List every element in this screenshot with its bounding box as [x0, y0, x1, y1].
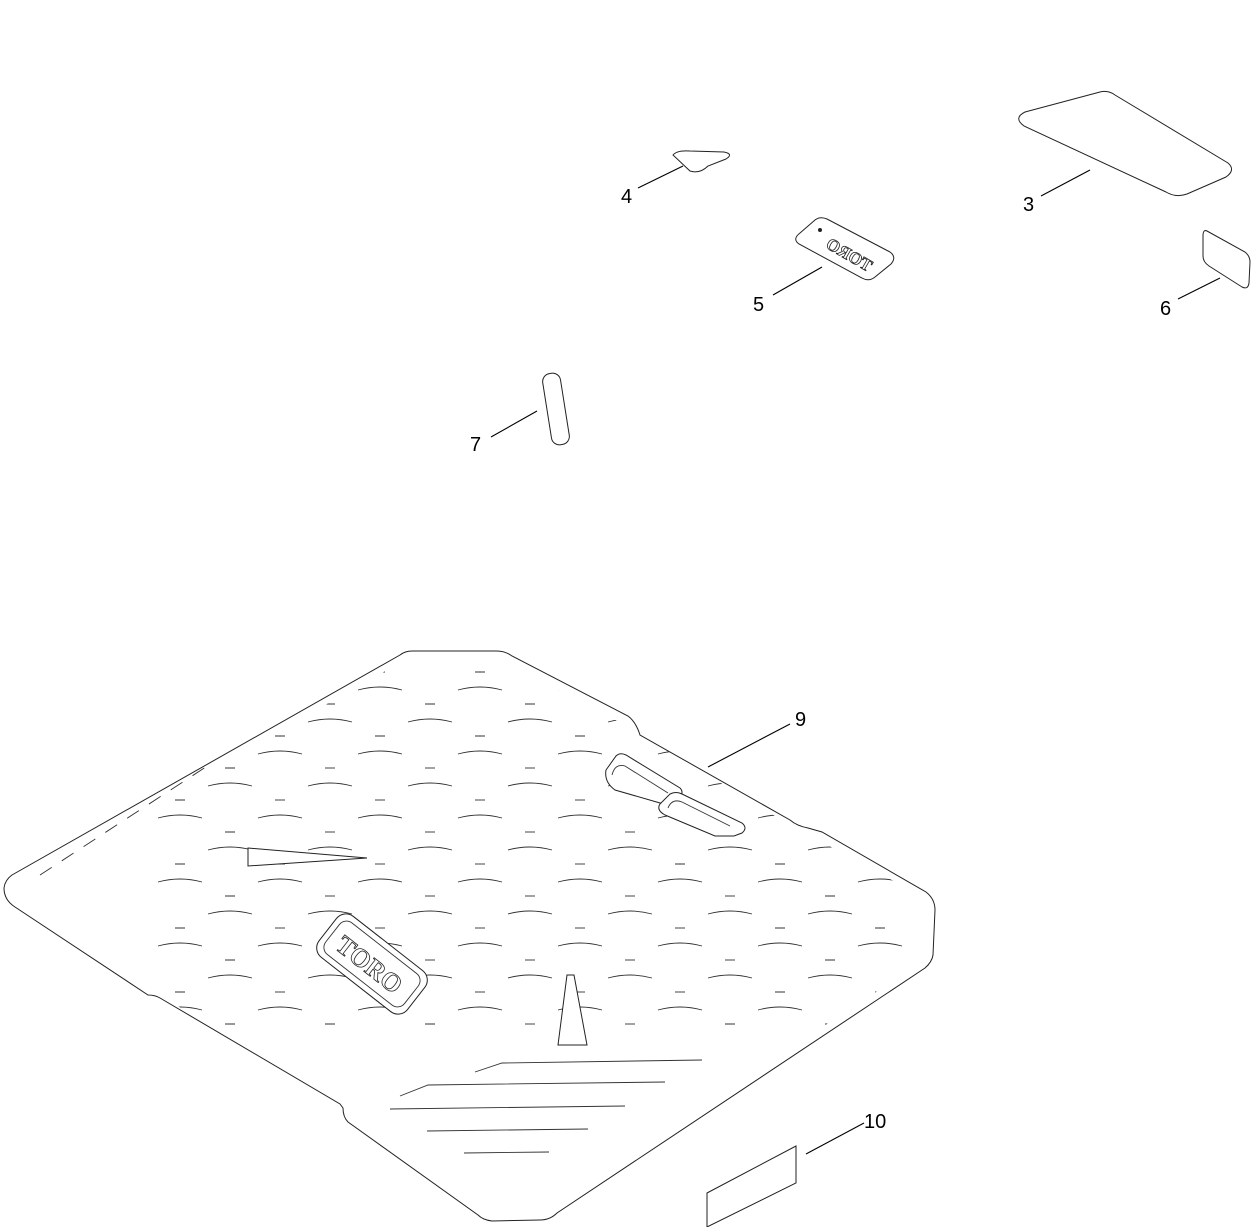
mat-texture-bump: [707, 718, 753, 723]
mat-texture-bump: [557, 942, 603, 947]
svg-text:7: 7: [470, 434, 481, 456]
callout-6: 6: [1160, 277, 1221, 320]
mat-texture-bump: [707, 974, 753, 979]
mat-texture-bump: [807, 782, 853, 787]
mat-texture-bump: [807, 910, 853, 915]
mat-texture-bump: [357, 814, 403, 819]
callout-10: 10: [805, 1111, 886, 1155]
mat-texture-bump: [457, 1006, 503, 1011]
mat-texture-bump: [307, 782, 353, 787]
mat-texture-bump: [207, 782, 253, 787]
mat-texture-bump: [207, 974, 253, 979]
mat-texture-bump: [557, 878, 603, 883]
mat-texture-bump: [357, 750, 403, 755]
mat-texture-bump: [157, 878, 203, 883]
mat-texture-bump: [307, 718, 353, 723]
mat-texture-bump: [157, 942, 203, 947]
mat-texture-bump: [257, 878, 303, 883]
mat-texture-bump: [707, 846, 753, 851]
part-5-logo-badge[interactable]: TORO: [795, 217, 895, 281]
mat-texture-bump: [457, 878, 503, 883]
mat-texture-bump: [257, 686, 303, 691]
mat-texture-bump: [757, 878, 803, 883]
mat-texture-bump: [757, 686, 803, 691]
mat-handle-2: [658, 792, 746, 837]
mat-texture-bump: [157, 686, 203, 691]
mat-texture-bump: [407, 846, 453, 851]
part-6-decal[interactable]: [1202, 230, 1251, 289]
callout-3: 3: [1023, 169, 1091, 216]
mat-texture-bump: [357, 878, 403, 883]
svg-text:4: 4: [621, 186, 632, 208]
part-4-decal[interactable]: [672, 150, 730, 173]
part-7-strip[interactable]: [541, 372, 570, 446]
mat-texture-bump: [857, 686, 903, 691]
svg-text:10: 10: [864, 1111, 886, 1133]
mat-texture-bump: [257, 750, 303, 755]
mat-texture-bump: [857, 942, 903, 947]
svg-text:3: 3: [1023, 194, 1034, 216]
mat-texture-bump: [557, 750, 603, 755]
svg-text:9: 9: [795, 709, 806, 731]
callout-4: 4: [621, 165, 684, 208]
mat-texture-bump: [807, 974, 853, 979]
mat-texture-bump: [357, 686, 403, 691]
mat-texture-bump: [807, 718, 853, 723]
mat-texture-bump: [157, 750, 203, 755]
mat-texture-bump: [257, 1006, 303, 1011]
callout-9: 9: [707, 709, 806, 768]
mat-texture-bump: [757, 1006, 803, 1011]
callout-5: 5: [753, 266, 823, 316]
svg-text:6: 6: [1160, 298, 1171, 320]
mat-texture-bump: [657, 1006, 703, 1011]
mat-texture-bump: [707, 910, 753, 915]
callout-7: 7: [470, 410, 538, 456]
part-10-decal[interactable]: [706, 1145, 797, 1227]
mat-texture-bump: [507, 910, 553, 915]
mat-texture-bump: [307, 846, 353, 851]
badge-dot: [818, 228, 822, 232]
mat-texture-bump: [757, 942, 803, 947]
mat-dashed-edge: [39, 762, 213, 876]
mat-texture-bump: [207, 718, 253, 723]
mat-texture-bump: [307, 910, 353, 915]
mat-texture-bump: [157, 814, 203, 819]
mat-texture-bump: [657, 686, 703, 691]
mat-slot-left: [247, 847, 368, 867]
mat-texture-bump: [457, 814, 503, 819]
mat-texture-bump: [457, 750, 503, 755]
mat-texture-bump: [857, 750, 903, 755]
mat-texture-bump: [207, 910, 253, 915]
mat-texture-bump: [457, 686, 503, 691]
mat-texture-bump: [607, 974, 653, 979]
mat-texture-bump: [507, 974, 553, 979]
mat-texture-bump: [257, 814, 303, 819]
mat-triangle: [557, 974, 588, 1046]
part-3-decal[interactable]: [1018, 90, 1232, 197]
mat-texture-bump: [607, 846, 653, 851]
mat-texture-bump: [657, 878, 703, 883]
mat-texture-bump: [457, 942, 503, 947]
mat-texture-bump: [857, 814, 903, 819]
mat-texture-bump: [257, 942, 303, 947]
svg-text:5: 5: [753, 294, 764, 316]
mat-texture-bump: [757, 750, 803, 755]
mat-texture-bump: [657, 942, 703, 947]
mat-texture-bump: [507, 718, 553, 723]
mat-texture-bump: [507, 782, 553, 787]
part-9-floor-mat[interactable]: TORO: [3, 650, 936, 1222]
mat-texture-bump: [557, 814, 603, 819]
mat-texture-bump: [507, 846, 553, 851]
mat-texture-bump: [407, 782, 453, 787]
mat-texture-bump: [607, 910, 653, 915]
mat-texture-bump: [407, 718, 453, 723]
mat-stripes: [389, 1059, 703, 1154]
mat-texture-bump: [407, 910, 453, 915]
